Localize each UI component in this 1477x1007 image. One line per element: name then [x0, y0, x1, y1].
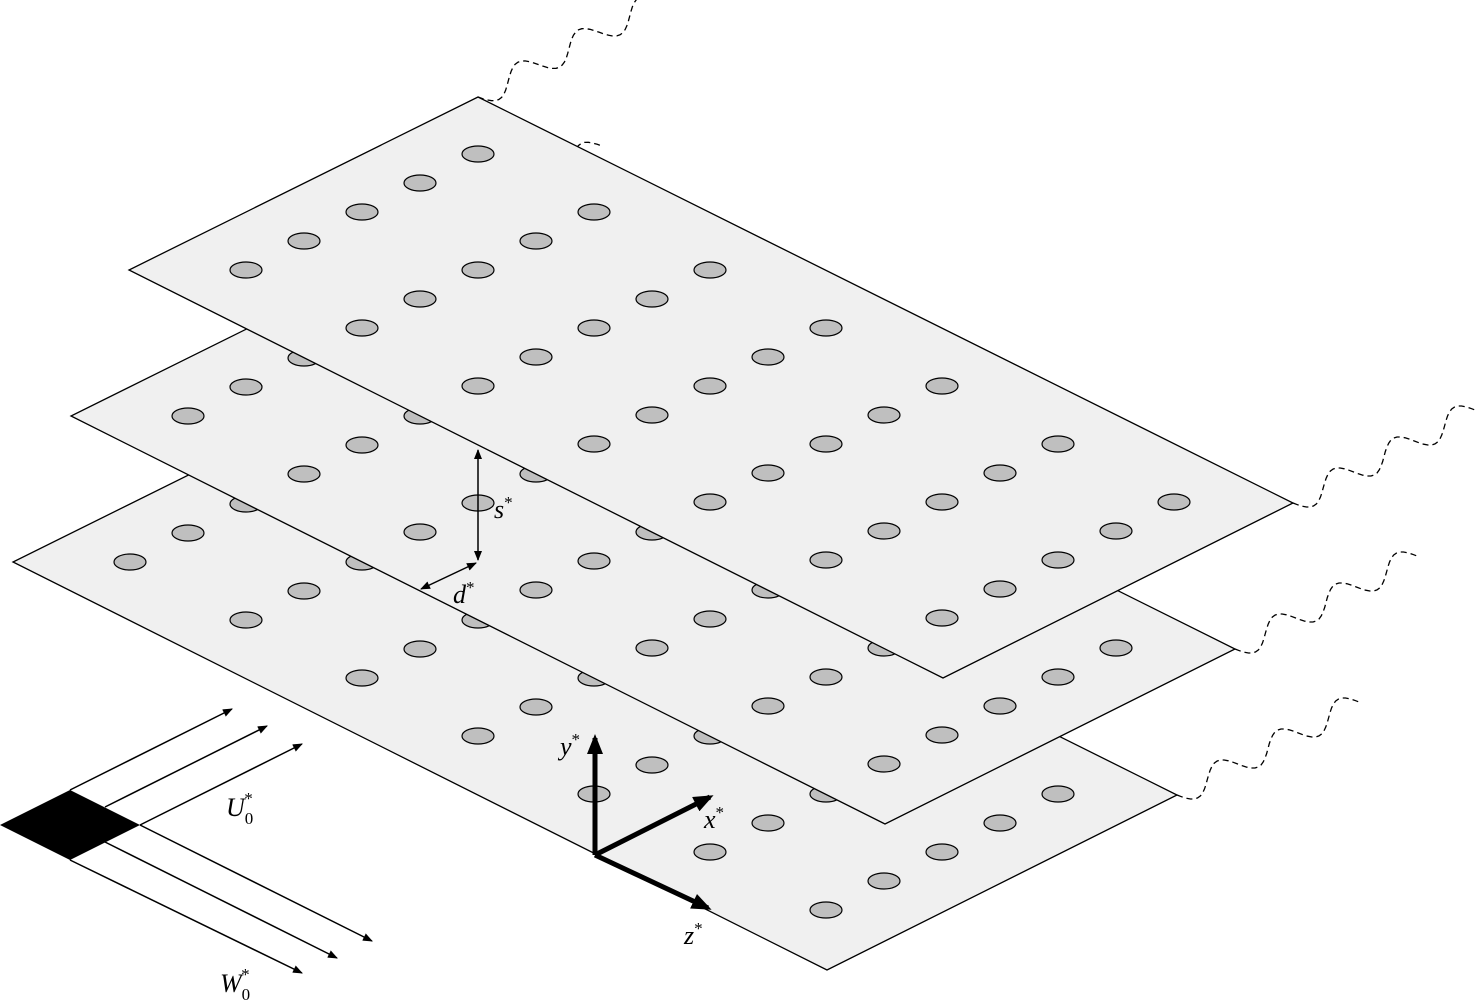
u-flow-arrow	[69, 708, 233, 791]
x-axis-arrow	[593, 794, 714, 858]
pin-fin	[925, 843, 959, 861]
pin-fin	[577, 319, 611, 337]
pin-fin	[345, 669, 379, 687]
pin-fin	[229, 378, 263, 396]
pin-fin	[403, 523, 437, 541]
pin-fin	[287, 582, 321, 600]
x-axis-label: x*	[703, 803, 724, 834]
pin-fin	[983, 464, 1017, 482]
pin-fin	[519, 581, 553, 599]
axes: y* x* z*	[557, 730, 724, 950]
w-flow-arrow	[104, 841, 338, 959]
pin-fin	[1157, 493, 1191, 511]
pin-fin	[345, 319, 379, 337]
pin-fin	[1041, 435, 1075, 453]
w-flow-arrow	[139, 824, 373, 942]
pin-fin	[461, 261, 495, 279]
u-flow-arrow	[104, 725, 268, 808]
pin-fin	[577, 552, 611, 570]
pin-fin	[403, 174, 437, 192]
pin-fin	[925, 493, 959, 511]
pin-fin	[461, 145, 495, 163]
pin-fin	[809, 435, 843, 453]
pin-fin	[519, 348, 553, 366]
pin-fin	[345, 436, 379, 454]
pin-fin	[635, 639, 669, 657]
pin-fin	[693, 610, 727, 628]
pin-fin	[925, 726, 959, 744]
z-axis-arrow	[593, 852, 712, 911]
pin-fin	[693, 843, 727, 861]
plate-continuation-line	[1176, 697, 1360, 800]
pin-fin	[519, 698, 553, 716]
pin-fin	[983, 814, 1017, 832]
spacing-label: s*	[494, 493, 513, 524]
pin-fin	[635, 406, 669, 424]
pin-fin	[751, 814, 785, 832]
pin-fin	[1041, 785, 1075, 803]
pin-fin	[1099, 639, 1133, 657]
w-velocity-label: W0*	[220, 965, 250, 1004]
pin-fin	[693, 261, 727, 279]
plate-continuation-line	[1234, 551, 1418, 654]
pin-fin	[1041, 668, 1075, 686]
diameter-arrow	[420, 562, 477, 590]
pin-fin	[171, 524, 205, 542]
pin-fin	[519, 232, 553, 250]
z-axis-label: z*	[683, 919, 703, 950]
pin-fin	[1041, 551, 1075, 569]
pin-fin	[577, 435, 611, 453]
pin-fin	[403, 640, 437, 658]
pin-fin	[693, 377, 727, 395]
diameter-label: d*	[453, 578, 475, 609]
pin-fin	[925, 377, 959, 395]
pin-fin	[751, 697, 785, 715]
pin-fin	[751, 464, 785, 482]
pin-fin	[925, 609, 959, 627]
pin-fin	[867, 406, 901, 424]
pin-fin	[983, 697, 1017, 715]
pin-fin	[229, 261, 263, 279]
pin-fin	[461, 377, 495, 395]
pin-fin	[461, 727, 495, 745]
pin-fin	[113, 553, 147, 571]
inflow: U0* W0*	[0, 708, 373, 1004]
pin-fin	[809, 901, 843, 919]
pin-fin	[287, 465, 321, 483]
pin-fin	[287, 232, 321, 250]
pin-fin	[1099, 522, 1133, 540]
pin-fin	[751, 348, 785, 366]
plate-continuation-line	[1292, 405, 1476, 508]
pin-fin	[867, 872, 901, 890]
pin-fin	[983, 580, 1017, 598]
w-flow-arrow	[69, 859, 303, 974]
pin-fin	[229, 611, 263, 629]
pin-fin	[577, 203, 611, 221]
pin-fin	[171, 407, 205, 425]
pin-fin	[867, 522, 901, 540]
pin-fin	[403, 290, 437, 308]
y-axis-label: y*	[557, 730, 580, 761]
pin-fin	[867, 755, 901, 773]
pin-fin	[809, 668, 843, 686]
pin-fin	[693, 493, 727, 511]
plate-continuation-line	[477, 0, 660, 102]
u-velocity-label: U0*	[226, 789, 253, 828]
pin-fin	[635, 290, 669, 308]
pin-fin	[635, 756, 669, 774]
plates-group	[11, 0, 1476, 971]
plate	[127, 0, 1476, 679]
pin-fin	[809, 551, 843, 569]
pin-fin	[809, 319, 843, 337]
pin-fin	[345, 203, 379, 221]
u-flow-arrow	[139, 743, 303, 826]
